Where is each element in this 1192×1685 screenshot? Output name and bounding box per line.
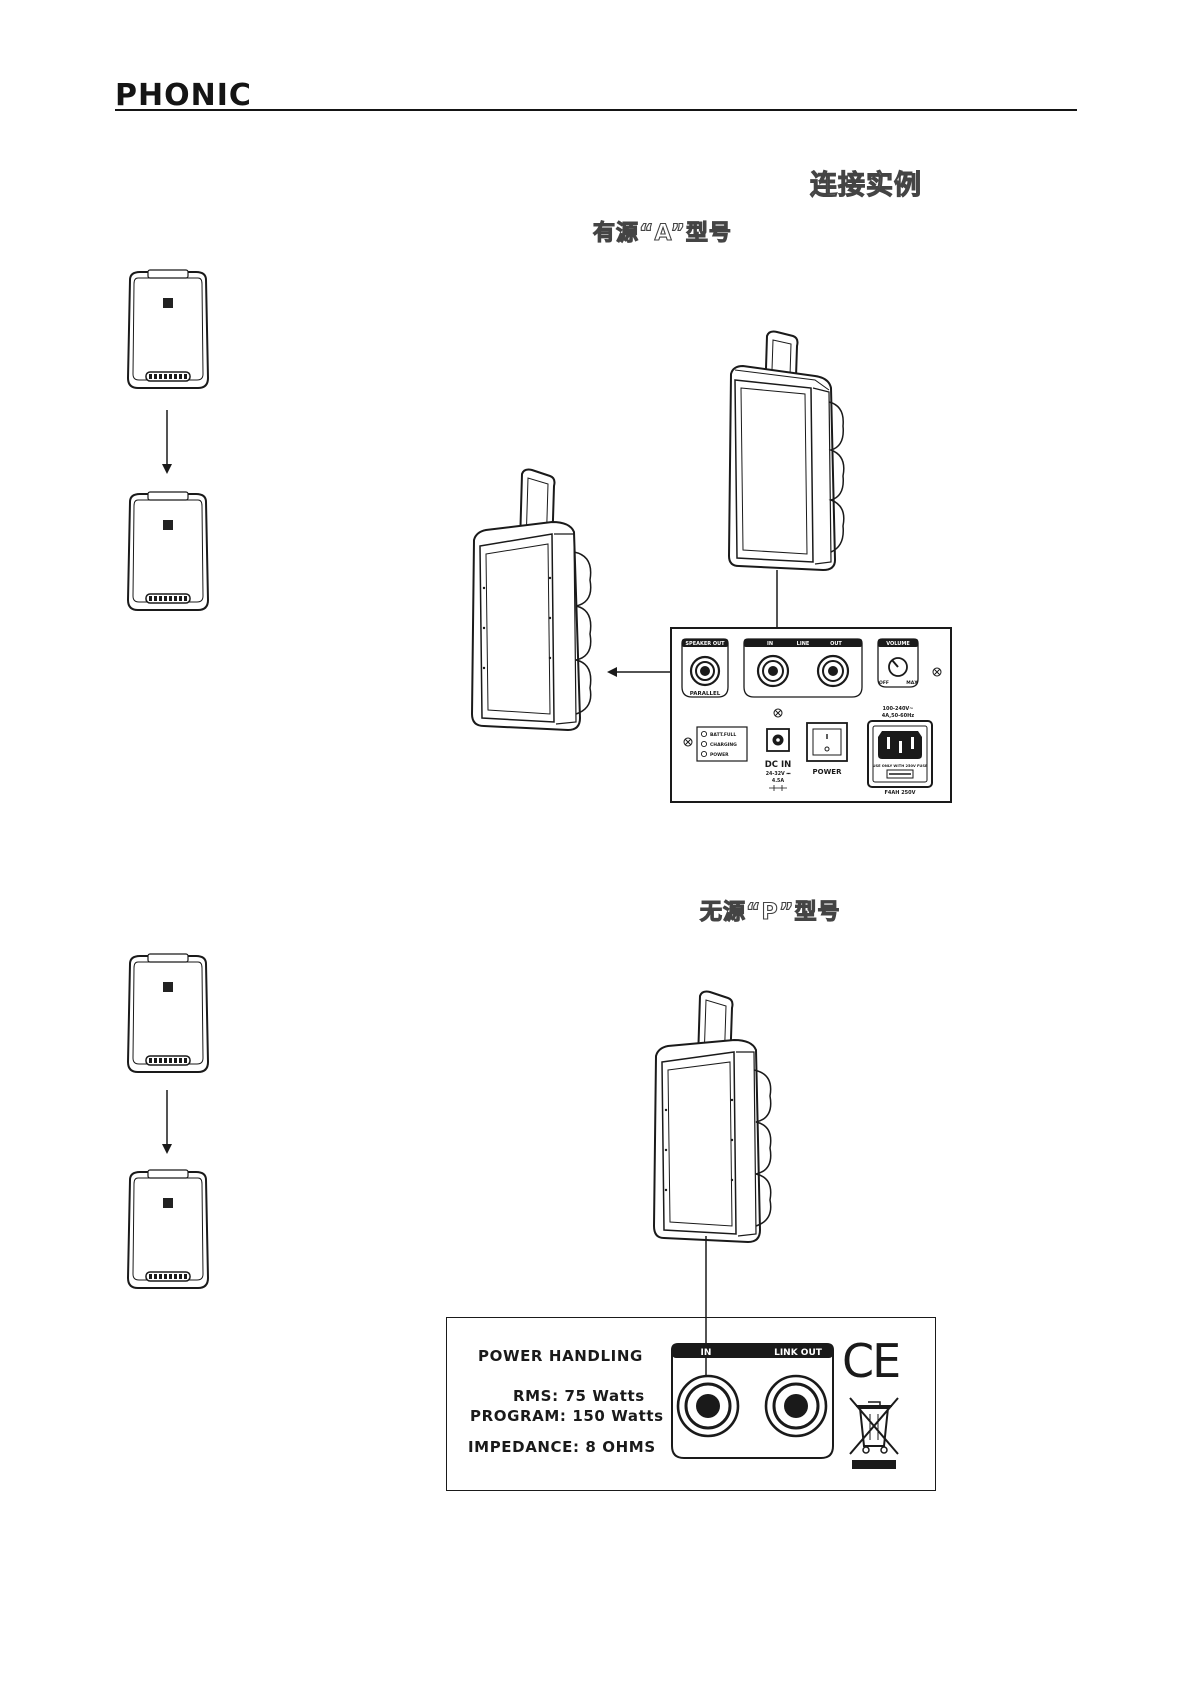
heading-active-models: 有源“A”型号: [593, 215, 732, 247]
label-program: PROGRAM: 150 Watts: [470, 1407, 664, 1425]
label-power-handling: POWER HANDLING: [478, 1347, 643, 1365]
passive-link-out-jack: [766, 1376, 826, 1436]
volume-knob: [889, 658, 907, 676]
daisy-chain-arrow-active: [160, 410, 174, 476]
label-passive-in: IN: [701, 1348, 712, 1358]
active-speaker-trolley-right: [725, 330, 855, 580]
label-fuse-note: USE ONLY WITH 250V FUSE: [873, 764, 928, 768]
speaker-front-top-left: [118, 268, 218, 393]
speaker-front-bottom-left-passive: [118, 1168, 218, 1293]
label-led-power: POWER: [710, 752, 729, 758]
label-impedance: IMPEDANCE: 8 OHMS: [468, 1438, 656, 1456]
label-volume-min: OFF: [879, 680, 889, 686]
label-led-batt-full: BATT.FULL: [710, 732, 736, 738]
line-out-jack: [818, 656, 848, 686]
passive-jack-group: IN LINK OUT: [670, 1342, 835, 1460]
line-in-jack: [758, 656, 788, 686]
weee-bin-icon: [846, 1394, 902, 1470]
label-rms: RMS: 75 Watts: [513, 1387, 645, 1405]
phonic-logo: PHONIC: [115, 78, 252, 113]
label-ac-rating-2: 4A,50-60Hz: [882, 713, 915, 719]
label-speaker-out: SPEAKER OUT: [685, 641, 725, 647]
speaker-out-jack: [691, 657, 719, 685]
passive-speaker-trolley: [650, 990, 790, 1250]
active-rear-panel: SPEAKER OUT PARALLEL IN LINE OUT VOLUME …: [670, 627, 952, 803]
label-led-charging: CHARGING: [710, 742, 737, 748]
heading-passive-models: 无源“P”型号: [700, 894, 840, 926]
label-fuse-rating: F4AH 250V: [885, 790, 916, 796]
heading-connection-examples: 连接实例: [810, 163, 922, 202]
speaker-front-top-left-passive: [118, 952, 218, 1077]
label-dc-rating-1: 24-32V ⎓: [766, 771, 791, 777]
label-link-out: LINK OUT: [774, 1348, 823, 1358]
label-volume-max: MAX: [906, 680, 918, 686]
daisy-chain-arrow-passive: [160, 1090, 174, 1156]
label-volume: VOLUME: [886, 641, 910, 647]
label-dc-in: DC IN: [765, 760, 792, 770]
header-rule: [115, 109, 1077, 111]
ce-mark-icon: CE: [842, 1334, 899, 1388]
label-line-out: OUT: [830, 641, 842, 647]
active-speaker-trolley-left: [470, 468, 610, 738]
speaker-front-bottom-left: [118, 490, 218, 615]
label-power-switch: POWER: [813, 768, 843, 776]
passive-in-jack: [678, 1376, 738, 1436]
label-dc-rating-2: 4.5A: [772, 778, 784, 784]
label-ac-rating-1: 100-240V~: [882, 706, 913, 712]
label-parallel: PARALLEL: [690, 691, 721, 697]
label-line-in: IN: [767, 641, 773, 647]
label-line: LINE: [797, 641, 810, 647]
